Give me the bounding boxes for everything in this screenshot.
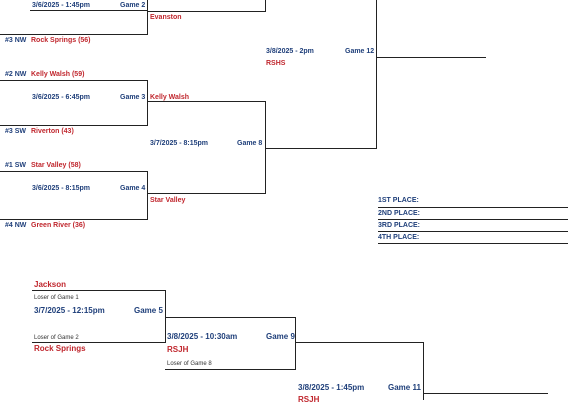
place-row: 4TH PLACE: — [378, 232, 568, 244]
bracket-line — [265, 101, 266, 193]
bracket-line — [165, 317, 295, 318]
team-riverton: Riverton (43) — [31, 128, 74, 135]
bracket-line — [147, 101, 265, 102]
game-12-time: 3/8/2025 - 2pm — [266, 48, 314, 55]
place-label: 1ST PLACE: — [378, 197, 419, 204]
bracket-line — [295, 317, 296, 369]
bracket-line — [147, 0, 148, 34]
game-2-time: 3/6/2025 - 1:45pm — [32, 2, 90, 9]
bracket-line — [0, 219, 148, 220]
bracket-line — [32, 342, 166, 343]
game-4-time: 3/6/2025 - 8:15pm — [32, 185, 90, 192]
bracket-line — [30, 10, 147, 11]
game-9-winner: RSJH — [167, 345, 189, 354]
game-3-winner: Kelly Walsh — [150, 94, 190, 101]
place-label: 2ND PLACE: — [378, 210, 421, 217]
bracket-line — [265, 148, 377, 149]
team-jackson: Jackson — [34, 280, 67, 289]
seed-green-river: #4 NW — [5, 222, 27, 229]
team-kelly-walsh: Kelly Walsh (59) — [31, 71, 85, 78]
game-3-label: Game 3 — [120, 94, 146, 101]
game-5-label: Game 5 — [134, 306, 163, 315]
placements: 1ST PLACE: 2ND PLACE: 3RD PLACE: 4TH PLA… — [378, 195, 568, 244]
bracket-line — [0, 34, 148, 35]
bracket-line — [32, 290, 165, 291]
game-3-time: 3/6/2025 - 6:45pm — [32, 94, 90, 101]
seed-kelly-walsh: #2 NW — [5, 71, 27, 78]
game-8-time: 3/7/2025 - 8:15pm — [150, 140, 208, 147]
bracket-line — [295, 342, 424, 343]
bracket-line — [265, 0, 266, 12]
game-11-time: 3/8/2025 - 1:45pm — [298, 383, 365, 392]
team-green-river: Green River (36) — [31, 222, 86, 229]
bracket-line — [423, 393, 548, 394]
game-2-winner: Evanston — [150, 14, 182, 21]
seed-star-valley: #1 SW — [5, 162, 27, 169]
bracket-line — [165, 290, 166, 342]
game-12-winner: RSHS — [266, 60, 286, 67]
bracket-line — [376, 57, 486, 58]
bracket-line — [0, 80, 148, 81]
bracket-line — [376, 0, 377, 148]
place-label: 4TH PLACE: — [378, 234, 420, 241]
game-5-time: 3/7/2025 - 12:15pm — [34, 306, 105, 315]
bracket-line — [0, 125, 148, 126]
loser-of-game-8: Loser of Game 8 — [167, 361, 212, 367]
game-12-label: Game 12 — [345, 48, 375, 55]
bracket-line — [147, 11, 265, 12]
game-9-time: 3/8/2025 - 10:30am — [167, 332, 238, 341]
loser-of-game-1: Loser of Game 1 — [34, 295, 79, 301]
team-rock-springs: Rock Springs (56) — [31, 37, 91, 44]
bracket-line — [0, 171, 148, 172]
loser-of-game-2: Loser of Game 2 — [34, 335, 79, 341]
bracket-line — [147, 193, 266, 194]
place-row: 3RD PLACE: — [378, 220, 568, 232]
place-row: 2ND PLACE: — [378, 208, 568, 220]
bracket-line — [147, 171, 148, 219]
game-9-label: Game 9 — [266, 332, 295, 341]
bracket-line — [423, 342, 424, 400]
team-star-valley: Star Valley (58) — [31, 162, 81, 169]
seed-rock-springs: #3 NW — [5, 37, 27, 44]
game-8-label: Game 8 — [237, 140, 263, 147]
game-4-label: Game 4 — [120, 185, 146, 192]
game-11-label: Game 11 — [388, 383, 421, 392]
place-label: 3RD PLACE: — [378, 222, 421, 229]
bracket-line — [147, 80, 148, 125]
place-row: 1ST PLACE: — [378, 195, 568, 208]
seed-riverton: #3 SW — [5, 128, 27, 135]
game-2-label: Game 2 — [120, 2, 146, 9]
game-4-winner: Star Valley — [150, 197, 186, 204]
bracket-line — [165, 369, 296, 370]
team-rock-springs-2: Rock Springs — [34, 344, 86, 353]
